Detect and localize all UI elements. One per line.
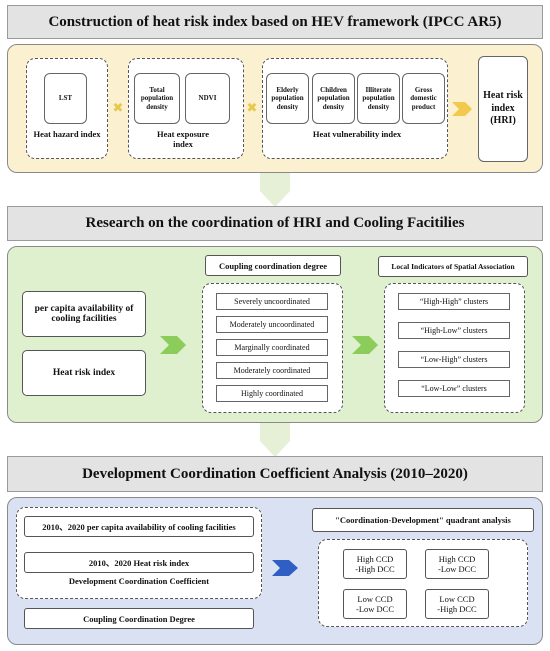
heat-exposure-label: Heat exposure index	[156, 129, 210, 149]
quadrant-line: High CCD	[356, 553, 394, 564]
dcc-label: Development Coordination Coefficient	[68, 576, 210, 586]
hazard-card-lst: LST	[44, 73, 87, 124]
hri-output-box: Heat risk index (HRI)	[478, 56, 528, 162]
quadrant-header: "Coordination-Development" quadrant anal…	[312, 508, 534, 532]
hri-label: Heat risk index (HRI)	[483, 90, 523, 127]
lisa-cluster: “Low-High” clusters	[398, 351, 510, 368]
quadrant-line: -Low DCC	[355, 604, 394, 614]
quadrant-line: Low CCD	[357, 593, 393, 604]
vulnerability-card-elderly: Elderly population density	[266, 73, 309, 124]
ccd-level: Moderately coordinated	[216, 362, 328, 379]
arrow-right-icon	[352, 336, 378, 354]
lisa-cluster: “Low-Low” clusters	[398, 380, 510, 397]
lisa-header: Local Indicators of Spatial Association	[378, 256, 528, 277]
input-cooling-facilities: per capita availability of cooling facil…	[22, 291, 146, 337]
section1-title: Construction of heat risk index based on…	[7, 5, 543, 39]
section2-title: Research on the coordination of HRI and …	[7, 206, 543, 241]
input-heat-risk-2010-2020: 2010、2020 Heat risk index	[24, 552, 254, 573]
lisa-cluster: “High-Low” clusters	[398, 322, 510, 339]
arrow-right-icon	[452, 102, 472, 116]
ccd-box: Coupling Coordination Degree	[24, 608, 254, 629]
quadrant-line: Low CCD	[439, 593, 475, 604]
ccd-level: Marginally coordinated	[216, 339, 328, 356]
quadrant-line: -High DCC	[355, 564, 395, 574]
exposure-card-ndvi: NDVI	[185, 73, 230, 124]
ccd-level: Severely uncoordinated	[216, 293, 328, 310]
section3-title: Development Coordination Coefficient Ana…	[7, 456, 543, 492]
exposure-card-population: Total population density	[134, 73, 180, 124]
quadrant-line: -Low DCC	[437, 564, 476, 574]
ccd-level: Moderately uncoordinated	[216, 316, 328, 333]
connector-chevron-icon	[250, 423, 300, 457]
ccd-level: Highly coordinated	[216, 385, 328, 402]
arrow-right-icon	[272, 560, 298, 576]
quadrant-cell: Low CCD -High DCC	[425, 589, 489, 619]
arrow-right-icon	[160, 336, 186, 354]
vulnerability-card-gdp: Gross domestic product	[402, 73, 445, 124]
input-cooling-facilities-2010-2020: 2010、2020 per capita availability of coo…	[24, 516, 254, 537]
input-heat-risk-index: Heat risk index	[22, 350, 146, 396]
quadrant-cell: High CCD -High DCC	[343, 549, 407, 579]
multiply-icon: ✖	[246, 100, 258, 115]
quadrant-line: High CCD	[438, 553, 476, 564]
multiply-icon: ✖	[112, 100, 124, 115]
quadrant-cell: Low CCD -Low DCC	[343, 589, 407, 619]
quadrant-line: -High DCC	[437, 604, 477, 614]
vulnerability-card-children: Children population density	[312, 73, 355, 124]
vulnerability-card-illiterate: Illiterate population density	[357, 73, 400, 124]
quadrant-cell: High CCD -Low DCC	[425, 549, 489, 579]
heat-hazard-label: Heat hazard index	[33, 129, 101, 139]
lisa-cluster: “High-High” clusters	[398, 293, 510, 310]
connector-chevron-icon	[250, 173, 300, 207]
ccd-header: Coupling coordination degree	[205, 255, 341, 276]
heat-vulnerability-label: Heat vulnerability index	[312, 129, 402, 139]
